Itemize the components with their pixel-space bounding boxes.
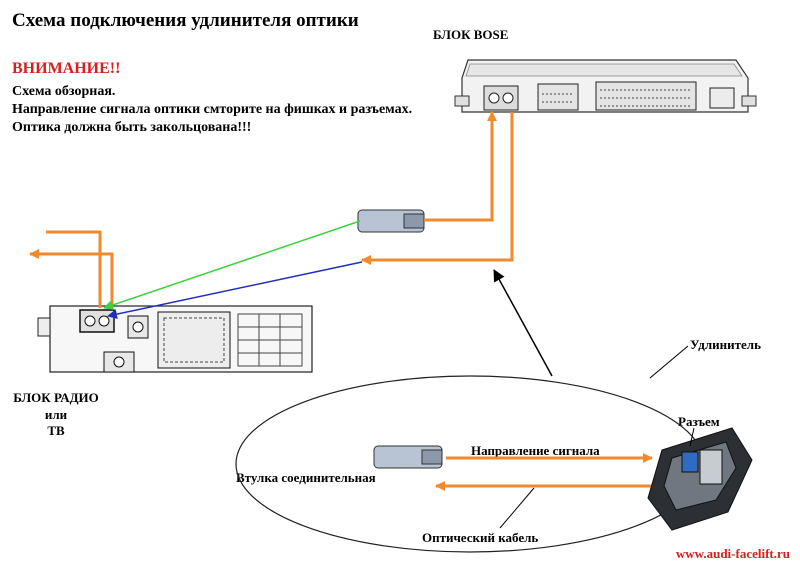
note-overview: Схема обзорная. [12,84,116,99]
fiber-bose-return [361,112,514,265]
leader-connector [689,427,695,447]
extender-label: Удлинитель [690,337,761,352]
fiber-coupler-to-bose [424,111,497,222]
radio-label-line2: или [44,407,68,422]
bose-label: БЛОК BOSE [433,27,509,42]
extender-ellipse [235,375,705,553]
note-loop: Оптика должна быть закольцована!!! [12,120,252,135]
footer-url: www.audi-facelift.ru [675,546,790,561]
page-title: Схема подключения удлинителя оптики [12,10,359,31]
pointer-to-bose [493,269,553,377]
link-blue [107,261,363,320]
connector-block [647,427,753,531]
radio-label-line3: ТВ [47,423,65,438]
sleeve-label: Втулка соединительная [236,470,376,485]
optical-cable-label: Оптический кабель [422,530,539,545]
leader-extender [649,345,689,379]
warning-label: ВНИМАНИЕ!! [12,60,121,77]
connector-label: Разъем [678,414,720,429]
coupler-top [357,209,425,233]
radio-label-line1: БЛОК РАДИО [13,390,99,405]
fiber-radio-input [29,249,114,308]
leader-optical-cable [499,487,535,529]
note-direction: Направление сигнала оптики смторите на ф… [12,102,413,117]
fiber-radio-to-bose [46,230,102,308]
link-green [103,220,361,310]
sleeve-bottom [373,445,443,469]
signal-direction-label: Направление сигнала [471,443,600,458]
bose-unit [454,59,757,113]
radio-unit [37,305,313,373]
